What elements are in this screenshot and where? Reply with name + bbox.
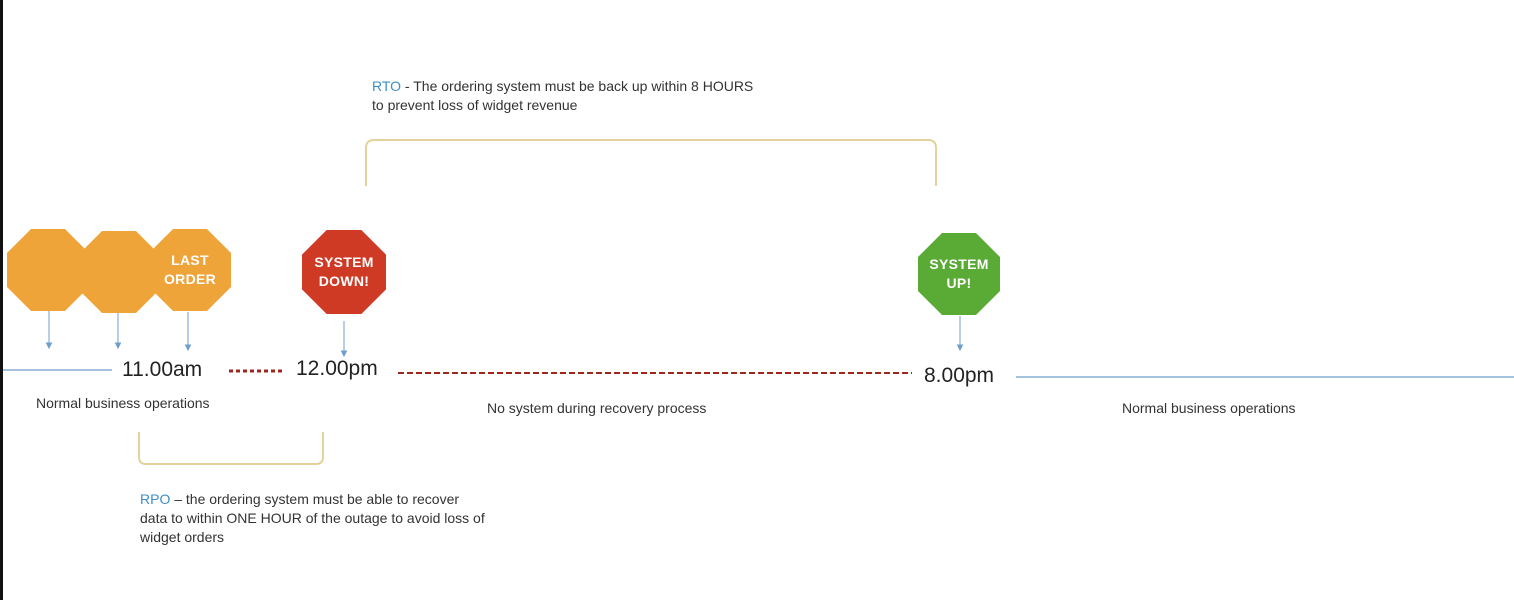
last-order-label: LAST ORDER [163,252,217,287]
time-system-down: 12.00pm [296,357,378,380]
caption-normal-before: Normal business operations [36,395,210,411]
rto-bracket [365,139,937,186]
system-down-label: SYSTEM DOWN! [314,254,374,289]
system-up-marker: SYSTEM UP! [918,233,1000,315]
rto-acronym: RTO [372,78,402,94]
time-last-order: 11.00am [122,358,203,381]
system-up-label: SYSTEM UP! [929,256,989,291]
left-frame-border [0,0,3,600]
system-down-marker: SYSTEM DOWN! [302,230,386,314]
rto-line-2: to prevent loss of widget revenue [372,97,578,113]
last-order-marker: LAST ORDER [149,229,231,311]
rpo-acronym: RPO [140,491,171,507]
rpo-line-3: widget orders [140,529,225,545]
time-system-up: 8.00pm [924,364,995,387]
order-marker-2 [78,231,160,313]
rpo-description: RPO – the ordering system must be able t… [140,490,540,547]
rpo-line-2: data to within ONE HOUR of the outage to… [140,510,485,526]
rto-line-1: - The ordering system must be back up wi… [401,78,754,94]
caption-normal-after: Normal business operations [1122,400,1296,416]
rpo-line-1: – the ordering system must be able to re… [170,491,460,507]
caption-recovery: No system during recovery process [487,400,707,416]
rpo-bracket [138,432,324,465]
order-marker-1 [7,229,89,311]
rto-description: RTO - The ordering system must be back u… [372,77,832,115]
